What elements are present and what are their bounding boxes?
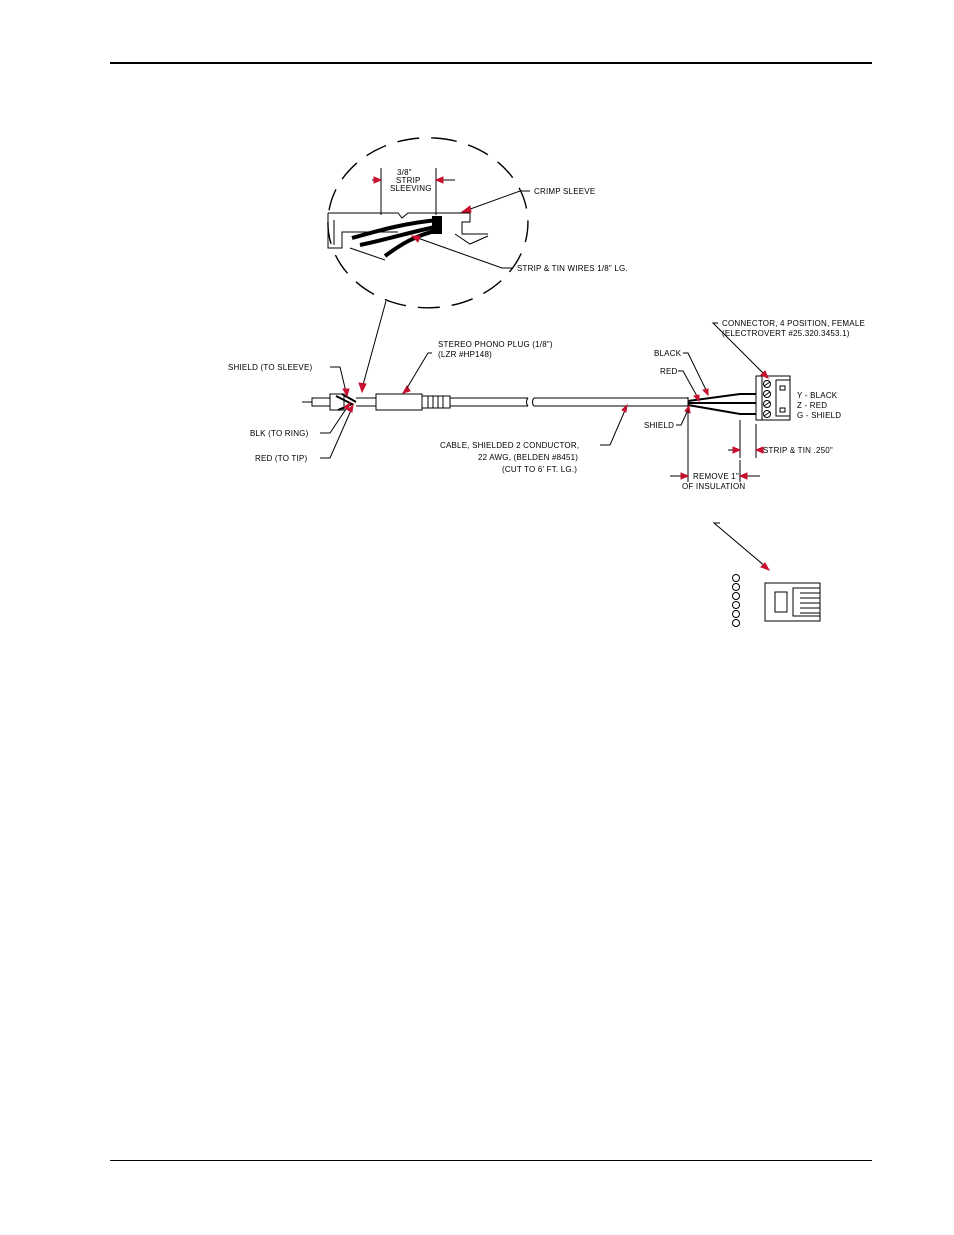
detail-view: 3/8" STRIP SLEEVING CRIMP SLEEVE STRIP &… <box>327 137 628 394</box>
header-rule <box>110 62 872 64</box>
cable-spec-line2: 22 AWG, (BELDEN #8451) <box>478 453 578 462</box>
stereo-plug-label: STEREO PHONO PLUG (1/8") <box>438 340 553 349</box>
wire-red-label: RED <box>660 367 678 376</box>
detail-strip-label: STRIP <box>396 176 421 185</box>
detail-circle-outline <box>327 137 529 309</box>
strip-tin-wires-label: STRIP & TIN WIRES 1/8" LG. <box>517 264 628 273</box>
connector-title: CONNECTOR, 4 POSITION, FEMALE <box>722 319 865 328</box>
footer-rule <box>110 1160 872 1161</box>
crimp-sleeve-label: CRIMP SLEEVE <box>534 187 595 196</box>
shield-to-sleeve-label: SHIELD (TO SLEEVE) <box>228 363 313 372</box>
shielded-cable: CABLE, SHIELDED 2 CONDUCTOR, 22 AWG, (BE… <box>440 397 689 474</box>
detail-dimension: 3/8" <box>397 168 412 177</box>
stereo-phono-plug: STEREO PHONO PLUG (1/8") (LZR #HP148) SH… <box>228 340 553 463</box>
strip-tin-250-label: STRIP & TIN .250" <box>763 446 833 455</box>
detail-sleeving-label: SLEEVING <box>390 184 432 193</box>
plug-part-number: (LZR #HP148) <box>438 350 492 359</box>
remove-insulation-label: REMOVE 1" <box>693 472 739 481</box>
pin-g-label: G - SHIELD <box>797 411 841 420</box>
red-to-tip-label: RED (TO TIP) <box>255 454 307 463</box>
of-insulation-label: OF INSULATION <box>682 482 745 491</box>
connector-part-number: (ELECTROVERT #25.320.3453.1) <box>722 329 850 338</box>
wire-shield-label: SHIELD <box>644 421 674 430</box>
cable-spec-line1: CABLE, SHIELDED 2 CONDUCTOR, <box>440 441 579 450</box>
pin-z-label: Z - RED <box>797 401 827 410</box>
wire-black-label: BLACK <box>654 349 682 358</box>
pin-y-label: Y - BLACK <box>797 391 838 400</box>
cable-spec-line3: (CUT TO 6' FT. LG.) <box>502 465 577 474</box>
terminal-connector: BLACK RED SHIELD CONNECTOR, 4 POSITION, … <box>644 319 865 491</box>
connector-end-view <box>712 522 821 627</box>
blk-to-ring-label: BLK (TO RING) <box>250 429 309 438</box>
